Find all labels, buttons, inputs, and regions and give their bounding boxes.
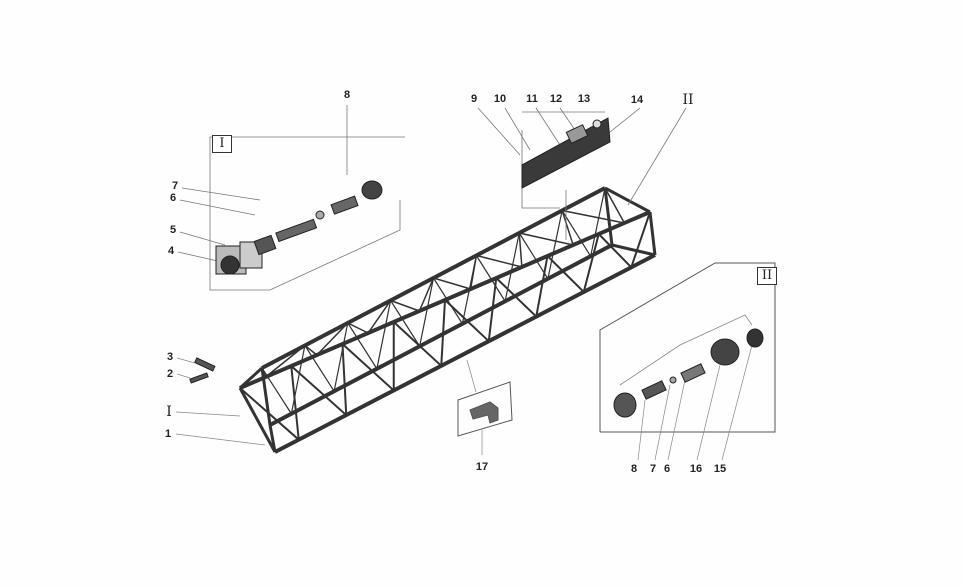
detail-I-frame <box>177 105 405 291</box>
end-frame <box>604 186 651 214</box>
chord <box>274 253 656 454</box>
diagonal <box>604 187 626 224</box>
diagonal <box>518 232 523 268</box>
detail-top-frame <box>477 107 641 240</box>
diagonal <box>535 255 549 317</box>
callout-8-II: 8 <box>630 463 638 475</box>
diagonal <box>476 254 523 268</box>
callout-17: 17 <box>475 461 489 473</box>
callout-1: 1 <box>164 428 172 440</box>
callout-6-II: 6 <box>663 463 671 475</box>
diagonal <box>390 300 421 347</box>
detail-I-parts <box>215 180 383 275</box>
end-frame <box>648 211 657 256</box>
callout-8-top: 8 <box>343 89 351 101</box>
detail-II-box-label: II <box>757 267 777 285</box>
diagonal <box>261 367 292 415</box>
callout-13: 13 <box>577 93 591 105</box>
diagonal <box>561 210 592 257</box>
diagonal <box>582 233 600 293</box>
diagonal <box>333 322 349 392</box>
callout-7-II: 7 <box>649 463 657 475</box>
bracket-detail <box>457 359 513 455</box>
end-frame <box>268 424 277 453</box>
diagonal <box>341 343 348 416</box>
diagonal <box>440 299 446 366</box>
diagonal <box>419 277 435 347</box>
callout-10: 10 <box>493 93 507 105</box>
callout-9: 9 <box>470 93 478 105</box>
callout-15: 15 <box>713 463 727 475</box>
diagonal <box>487 277 498 342</box>
diagonal <box>630 211 651 268</box>
diagonal <box>290 345 306 414</box>
diagonal <box>390 299 420 312</box>
diagonal <box>304 345 335 392</box>
diagonal <box>475 255 506 302</box>
truss-section <box>238 186 657 454</box>
end-frame <box>238 366 264 390</box>
callout-14: 14 <box>630 94 644 106</box>
callout-2: 2 <box>166 368 174 380</box>
end-frame <box>611 243 656 257</box>
diagonal <box>316 322 349 356</box>
callout-6-I: 6 <box>169 192 177 204</box>
section-ref-II-top: II <box>682 92 694 108</box>
diagonal <box>367 300 392 334</box>
diagonal <box>519 232 574 246</box>
diagonal <box>418 277 435 312</box>
diagonal <box>433 277 471 290</box>
diagonal <box>304 344 318 356</box>
callout-16: 16 <box>689 463 703 475</box>
diagonal <box>432 277 463 325</box>
diagonal <box>265 344 306 378</box>
diagonal <box>347 322 378 370</box>
end-frame <box>238 387 277 453</box>
pins <box>175 357 266 446</box>
diagonal <box>546 255 585 293</box>
diagonal <box>561 210 574 246</box>
callout-4: 4 <box>167 245 175 257</box>
diagonal <box>290 365 347 416</box>
diagonal <box>495 277 537 318</box>
diagonal <box>547 210 563 279</box>
callout-3: 3 <box>166 351 174 363</box>
diagonal <box>376 300 392 369</box>
leader-II <box>627 107 687 206</box>
diagonal <box>341 343 395 392</box>
diagonal <box>461 255 477 324</box>
diagonal <box>504 232 520 302</box>
detail-II-frame <box>599 262 776 461</box>
end-frame <box>260 367 272 426</box>
diagonal <box>561 209 625 224</box>
diagonal <box>347 322 369 334</box>
callout-12: 12 <box>549 93 563 105</box>
callout-11: 11 <box>526 93 538 105</box>
section-ref-I: I <box>166 404 172 420</box>
callout-7-I: 7 <box>171 180 179 192</box>
end-frame <box>603 187 614 246</box>
chord <box>269 243 613 427</box>
diagonal <box>590 187 606 257</box>
detail-I-box-label: I <box>212 135 232 153</box>
diagonal <box>518 232 549 280</box>
chord-closeup <box>521 117 611 189</box>
callout-5: 5 <box>169 224 177 236</box>
diagonal <box>598 233 632 269</box>
detail-II-parts <box>613 328 764 418</box>
diagonal <box>290 365 300 440</box>
